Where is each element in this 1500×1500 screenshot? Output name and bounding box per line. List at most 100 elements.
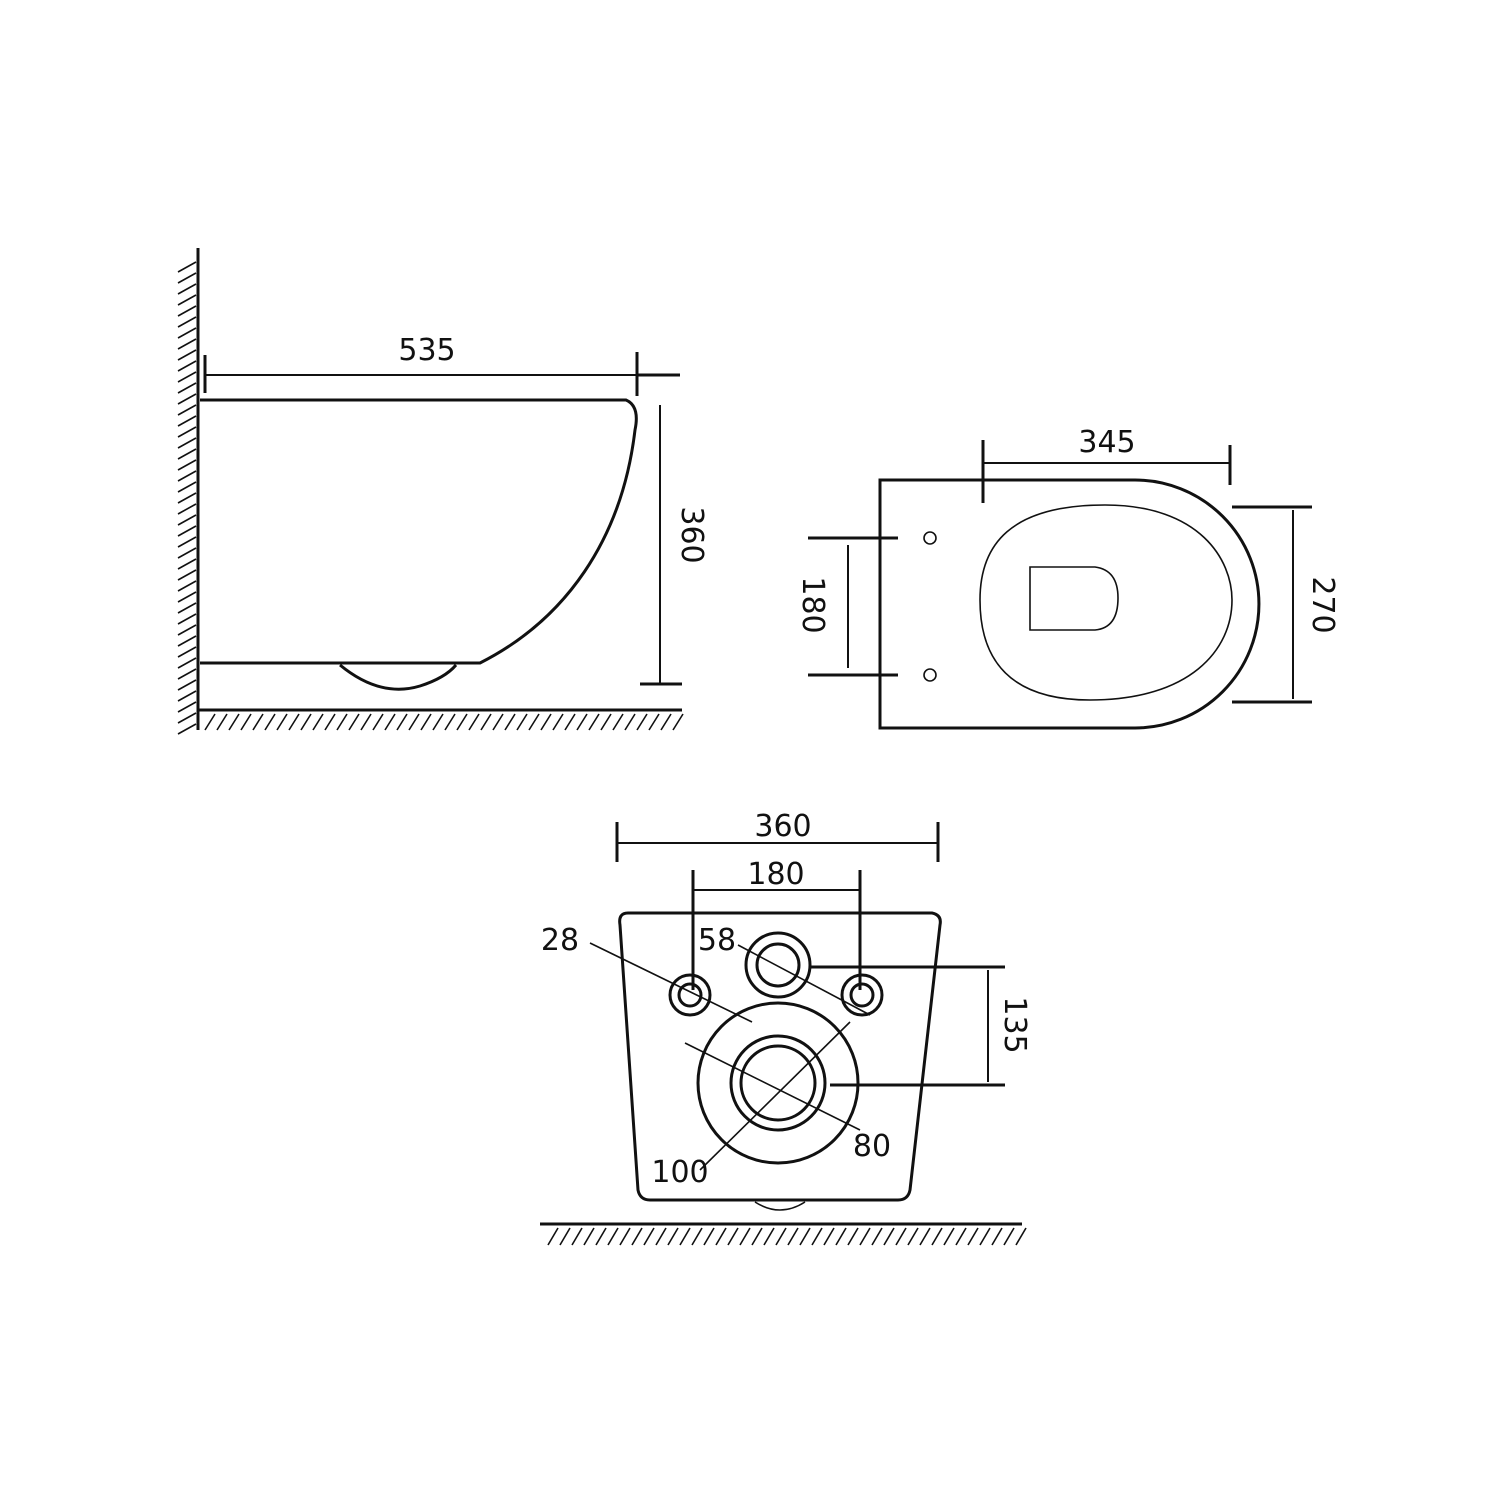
hatch-line — [967, 1227, 979, 1246]
hatch-line — [177, 690, 197, 702]
hatch-line — [691, 1227, 703, 1246]
hatch-line — [576, 713, 588, 731]
hatch-line — [955, 1227, 967, 1246]
hatch-line — [177, 558, 197, 570]
floor-hatching — [547, 1227, 1027, 1246]
hatch-line — [991, 1227, 1003, 1246]
hatch-line — [177, 635, 197, 647]
seat-hole — [923, 531, 937, 545]
hatch-line — [588, 713, 600, 731]
hatch-line — [177, 459, 197, 471]
hatch-line — [177, 382, 197, 394]
hatch-line — [907, 1227, 919, 1246]
label-outlet-inner: 80 — [853, 1129, 891, 1164]
hatch-line — [619, 1227, 631, 1246]
hatch-line — [739, 1227, 751, 1246]
hatch-line — [751, 1227, 763, 1246]
hatch-line — [883, 1227, 895, 1246]
hatch-line — [787, 1227, 799, 1246]
bolt-hole-inner — [677, 982, 703, 1008]
outlet-side — [339, 663, 458, 691]
hatch-line — [636, 713, 648, 731]
hatch-line — [564, 713, 576, 731]
hatch-line — [468, 713, 480, 731]
hatch-line — [177, 602, 197, 614]
hatch-line — [919, 1227, 931, 1246]
hatch-line — [264, 713, 276, 731]
inlet-inner — [755, 942, 801, 988]
hatch-line — [177, 668, 197, 680]
hatch-line — [420, 713, 432, 731]
hatch-line — [396, 713, 408, 731]
hatch-line — [177, 327, 197, 339]
hatch-line — [177, 272, 197, 284]
hatch-line — [583, 1227, 595, 1246]
label-inlet: 58 — [698, 923, 736, 958]
hatch-line — [871, 1227, 883, 1246]
hatch-line — [408, 713, 420, 731]
hatch-line — [607, 1227, 619, 1246]
hatch-line — [177, 393, 197, 405]
hatch-line — [177, 646, 197, 658]
hatch-line — [835, 1227, 847, 1246]
hatch-line — [672, 713, 684, 731]
hatch-line — [648, 713, 660, 731]
label-rear-width: 360 — [754, 809, 811, 844]
label-length: 535 — [398, 333, 455, 368]
hatch-line — [715, 1227, 727, 1246]
hatch-line — [655, 1227, 667, 1246]
label-outlet-outer: 100 — [651, 1155, 708, 1190]
hatch-line — [1015, 1227, 1027, 1246]
hatch-line — [540, 713, 552, 731]
leader-80 — [684, 1042, 861, 1131]
outlet-outer — [696, 1001, 860, 1165]
leader-58 — [737, 944, 871, 1016]
hatch-line — [228, 713, 240, 731]
hatch-line — [177, 349, 197, 361]
hatch-line — [177, 679, 197, 691]
label-bolt-spacing: 180 — [747, 857, 804, 892]
hatch-line — [612, 713, 624, 731]
hatch-line — [177, 580, 197, 592]
hatch-line — [177, 712, 197, 724]
hatch-line — [177, 316, 197, 328]
bowl-top-outline — [878, 478, 1261, 730]
hatch-line — [444, 713, 456, 731]
label-inlet-outlet-distance: 135 — [997, 996, 1032, 1053]
label-hole-spacing: 180 — [795, 576, 830, 633]
hatch-line — [177, 492, 197, 504]
hatch-line — [979, 1227, 991, 1246]
hatch-line — [177, 613, 197, 625]
hatch-line — [177, 448, 197, 460]
hatch-line — [372, 713, 384, 731]
hatch-line — [643, 1227, 655, 1246]
outlet-inner — [739, 1044, 817, 1122]
label-bolt-hole: 28 — [541, 923, 579, 958]
hatch-line — [336, 713, 348, 731]
hatch-line — [177, 470, 197, 482]
inlet-outer — [744, 931, 812, 999]
hatch-line — [177, 525, 197, 537]
hatch-line — [660, 713, 672, 731]
hatch-line — [324, 713, 336, 731]
outlet-bottom — [754, 1201, 806, 1211]
hatch-line — [276, 713, 288, 731]
hatch-line — [727, 1227, 739, 1246]
hatch-line — [547, 1227, 559, 1246]
bowl-rear-outline — [618, 911, 942, 1202]
label-depth: 270 — [1305, 576, 1340, 633]
hatch-line — [456, 713, 468, 731]
hatch-line — [823, 1227, 835, 1246]
hatch-line — [177, 723, 197, 735]
hatch-line — [480, 713, 492, 731]
hatch-line — [775, 1227, 787, 1246]
hatch-line — [177, 701, 197, 713]
hatch-line — [177, 503, 197, 515]
wall-hatching — [177, 261, 197, 735]
hatch-line — [177, 305, 197, 317]
hatch-line — [504, 713, 516, 731]
hatch-line — [432, 713, 444, 731]
hatch-line — [177, 591, 197, 603]
